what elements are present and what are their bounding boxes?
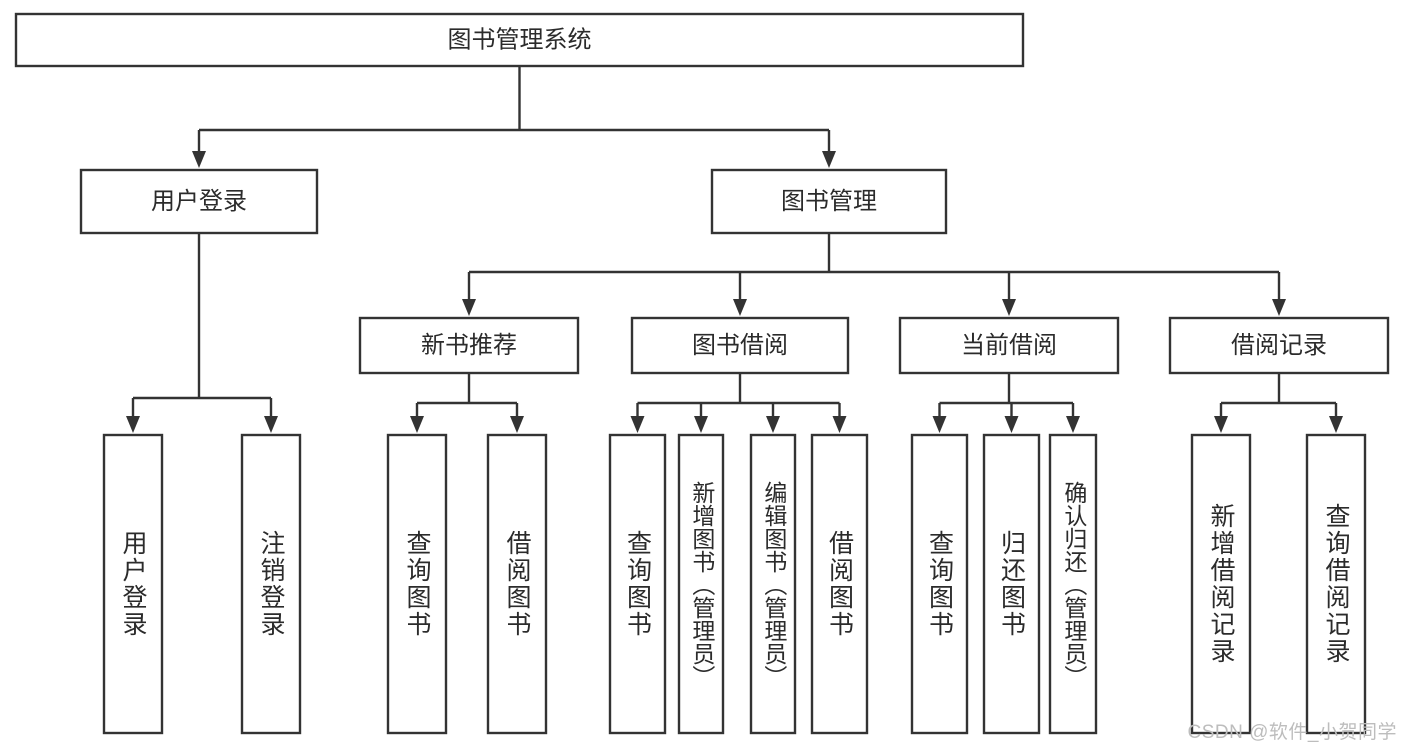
arrow-head-icon [1214, 416, 1228, 433]
node-label-user-login: 用户登录 [151, 188, 247, 215]
arrow-head-icon [510, 416, 524, 433]
arrow-head-icon [1004, 416, 1019, 433]
node-box-current-borrow [898, 316, 1120, 375]
arrow-head-icon [264, 416, 278, 433]
node-boxes [14, 12, 1390, 735]
watermark-text: CSDN @软件_小贺同学 [1187, 722, 1397, 743]
node-box-leaf-borrow-book [810, 433, 869, 735]
node-label-new-book-recommend: 新书推荐 [421, 332, 517, 359]
node-label-current-borrow: 当前借阅 [961, 332, 1057, 359]
arrow-head-icon [630, 416, 645, 433]
arrow-head-icon [822, 151, 836, 168]
node-label-book-borrow: 图书借阅 [692, 332, 788, 359]
node-label-root: 图书管理系统 [448, 26, 592, 53]
arrow-head-icon [832, 416, 847, 433]
arrow-head-icon [410, 416, 424, 433]
node-box-leaf-edit-book-admin [749, 433, 797, 735]
arrow-head-icon [1329, 416, 1343, 433]
node-box-user-login [79, 168, 319, 235]
node-box-leaf-return-book [982, 433, 1041, 735]
node-box-book-manage [710, 168, 948, 235]
node-label-borrow-record: 借阅记录 [1231, 332, 1327, 359]
connector-lines [126, 66, 1343, 433]
node-label-book-manage: 图书管理 [781, 188, 877, 215]
node-box-leaf-user-login [102, 433, 164, 735]
arrow-head-icon [462, 299, 476, 316]
node-box-borrow-record [1168, 316, 1390, 375]
arrow-head-icon [733, 299, 747, 316]
arrow-head-icon [1002, 299, 1016, 316]
arrow-head-icon [192, 151, 206, 168]
node-box-root [14, 12, 1025, 68]
arrow-head-icon [694, 416, 708, 433]
arrow-head-icon [1272, 299, 1286, 316]
node-box-leaf-borrow-book-recommend [486, 433, 548, 735]
node-box-leaf-user-logout [240, 433, 302, 735]
node-box-leaf-query-book-current [910, 433, 969, 735]
node-box-book-borrow [630, 316, 850, 375]
arrow-head-icon [1066, 416, 1080, 433]
node-box-new-book-recommend [358, 316, 580, 375]
node-box-leaf-query-book-recommend [386, 433, 448, 735]
node-box-leaf-query-borrow-record [1305, 433, 1367, 735]
arrow-head-icon [932, 416, 947, 433]
node-box-leaf-confirm-return-admin [1048, 433, 1098, 735]
node-box-leaf-add-book-admin [677, 433, 725, 735]
node-box-leaf-query-book-borrow [608, 433, 667, 735]
arrow-head-icon [126, 416, 140, 433]
node-box-leaf-add-borrow-record [1190, 433, 1252, 735]
arrow-head-icon [766, 416, 780, 433]
